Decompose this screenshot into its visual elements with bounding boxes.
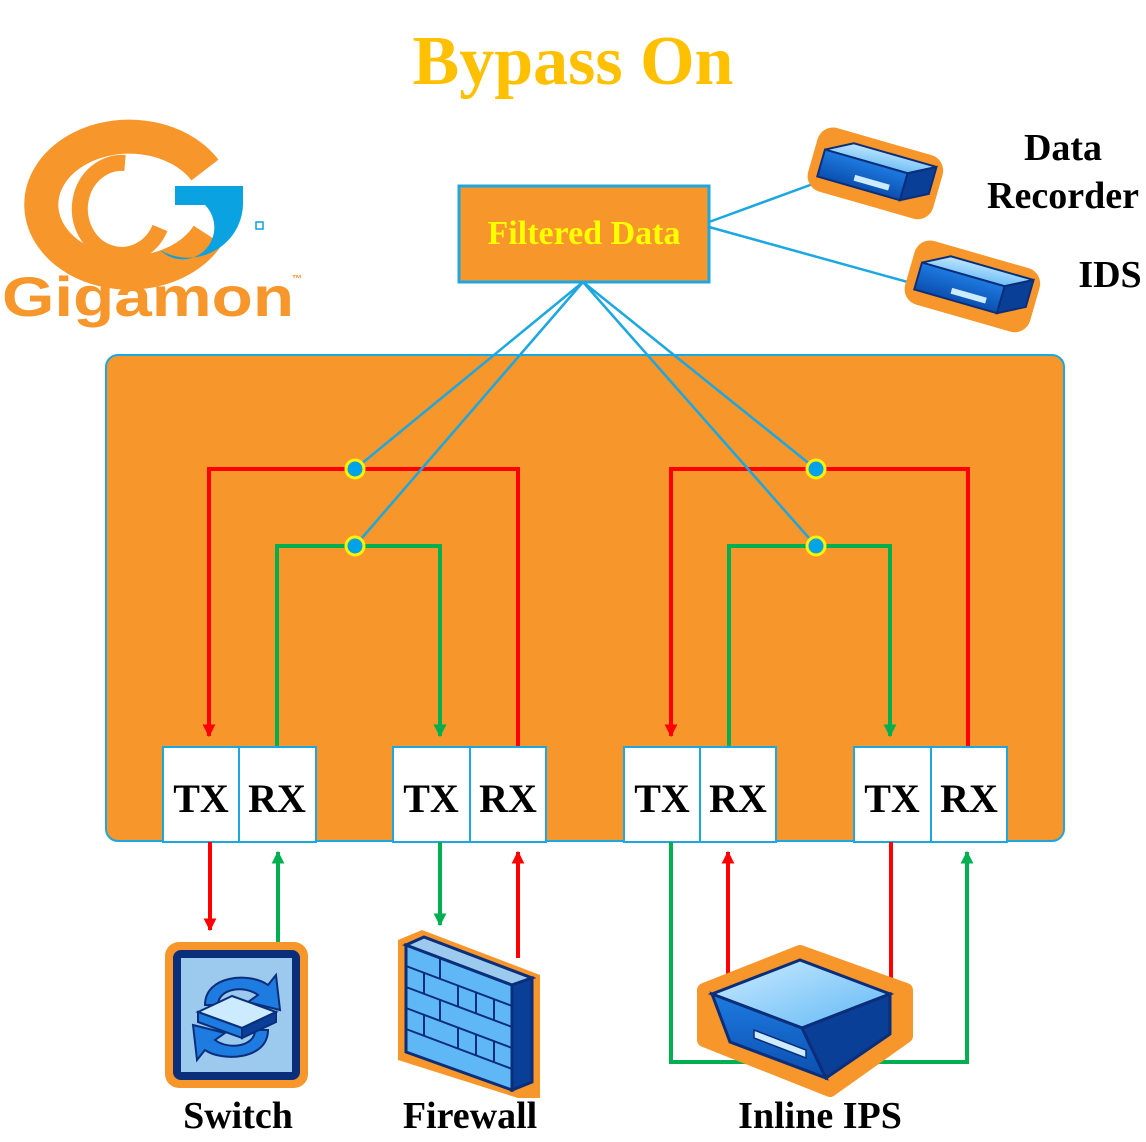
inline-ips-icon <box>697 945 913 1097</box>
firewall-icon <box>398 930 540 1098</box>
port-tx-label: TX <box>634 776 690 821</box>
port-tx-label: TX <box>864 776 920 821</box>
port-pair-4: TX RX <box>853 746 1008 843</box>
tap-point <box>805 458 827 480</box>
inline-ips-label: Inline IPS <box>738 1095 902 1137</box>
switch-label: Switch <box>183 1095 293 1137</box>
port-tx-label: TX <box>173 776 229 821</box>
port-rx-label: RX <box>479 776 537 821</box>
port-group: TX RX TX RX TX RX TX RX <box>162 746 1008 843</box>
logo-trademark: ™ <box>292 274 302 285</box>
data-recorder-label-line1: Data <box>1024 127 1102 169</box>
tap-points <box>344 458 827 557</box>
logo-wordmark: Gigamon <box>2 265 294 328</box>
port-rx-label: RX <box>940 776 998 821</box>
firewall-label: Firewall <box>403 1095 537 1137</box>
port-pair-3: TX RX <box>623 746 777 843</box>
tap-lines <box>354 175 923 547</box>
port-pair-1: TX RX <box>162 746 317 843</box>
port-tx-label: TX <box>403 776 459 821</box>
diagram-title: Bypass On <box>413 23 734 100</box>
data-recorder-icon <box>807 127 944 220</box>
tap-chassis <box>105 354 1065 842</box>
tap-point <box>805 535 827 557</box>
ids-label: IDS <box>1078 254 1141 296</box>
filtered-data-box <box>457 184 711 284</box>
external-links <box>203 842 974 1064</box>
port-rx-label: RX <box>248 776 306 821</box>
port-pair-2: TX RX <box>392 746 547 843</box>
switch-icon <box>165 942 308 1088</box>
tap-point <box>344 535 366 557</box>
ids-icon <box>904 240 1041 333</box>
filtered-data-label: Filtered Data <box>488 215 681 252</box>
port-rx-label: RX <box>709 776 767 821</box>
data-recorder-label-line2: Recorder <box>987 175 1139 217</box>
gigamon-logo: Gigamon ™ <box>2 119 302 328</box>
tap-point <box>344 458 366 480</box>
